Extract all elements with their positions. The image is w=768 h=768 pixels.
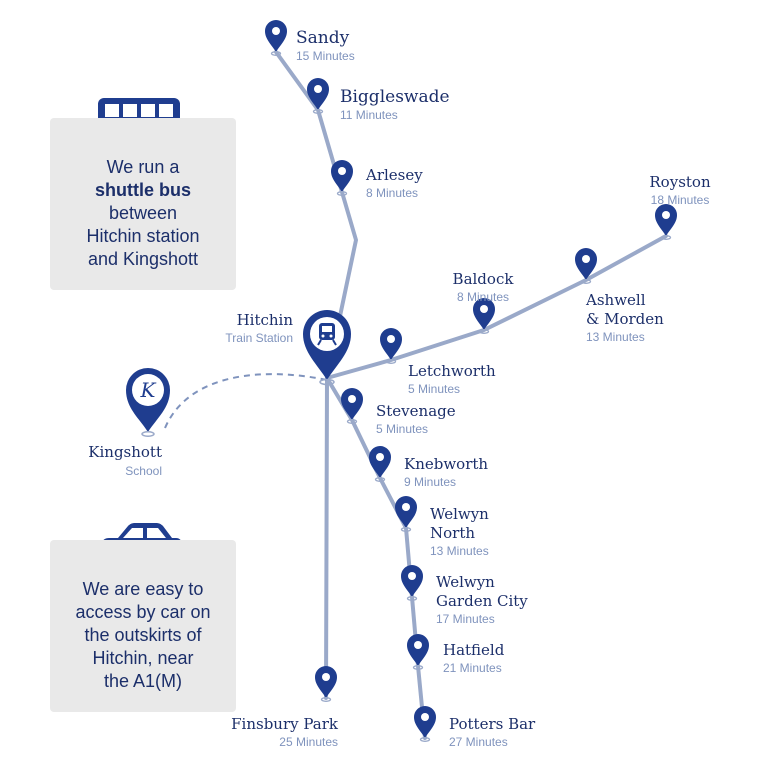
station-pin-ashwell: [575, 248, 597, 284]
station-name-welwyn-north: Welwyn: [430, 505, 489, 523]
car-panel-line-3: the outskirts of: [84, 625, 202, 645]
bus-panel-line-2: shuttle bus: [94, 180, 191, 200]
car-panel-line-1: We are easy to: [82, 579, 204, 599]
station-time-arlesey: 8 Minutes: [366, 186, 418, 200]
station-name-welwyn-north: North: [430, 524, 475, 542]
station-time-baldock: 8 Minutes: [457, 290, 509, 304]
station-name-biggleswade: Biggleswade: [340, 87, 450, 107]
school-name: Kingshott: [88, 443, 162, 461]
station-time-welwyn-garden-city: 17 Minutes: [436, 612, 495, 626]
station-pin-potters-bar: [414, 706, 436, 742]
station-pin-finsbury-park: [315, 666, 337, 702]
route-finsbury: [324, 376, 329, 700]
kingshott-logo-pin: K: [126, 368, 170, 437]
bus-panel-line-5: and Kingshott: [87, 249, 199, 269]
station-pin-hatfield: [407, 634, 429, 670]
car-access-panel: We are easy to access by car on the outs…: [50, 540, 236, 712]
bus-panel-line-3: between: [108, 203, 178, 223]
car-panel-line-5: the A1(M): [103, 671, 183, 691]
station-time-royston: 18 Minutes: [651, 193, 710, 207]
station-time-sandy: 15 Minutes: [296, 49, 355, 63]
station-time-ashwell: 13 Minutes: [586, 330, 645, 344]
hitchin-hub-pin: [303, 310, 351, 386]
station-pin-stevenage: [341, 388, 363, 424]
hub-subtitle: Train Station: [225, 331, 293, 345]
car-panel-line-2: access by car on: [75, 602, 211, 622]
station-time-knebworth: 9 Minutes: [404, 475, 456, 489]
station-time-biggleswade: 11 Minutes: [340, 108, 398, 122]
station-name-royston: Royston: [649, 173, 711, 191]
bus-panel-line-4: Hitchin station: [86, 226, 200, 246]
hub-name: Hitchin: [237, 311, 294, 329]
station-name-arlesey: Arlesey: [365, 166, 423, 184]
station-name-stevenage: Stevenage: [376, 402, 456, 420]
station-name-sandy: Sandy: [296, 28, 350, 48]
shuttle-dashed-route: [164, 373, 328, 429]
station-pins: [265, 20, 677, 742]
station-name-knebworth: Knebworth: [404, 455, 488, 473]
station-pin-baldock: [473, 298, 495, 334]
station-time-finsbury-park: 25 Minutes: [279, 735, 338, 749]
station-name-potters-bar: Potters Bar: [449, 715, 536, 733]
station-name-letchworth: Letchworth: [408, 362, 496, 380]
train-icon: [317, 323, 337, 346]
bus-panel-line-1: We run a: [106, 157, 180, 177]
station-pin-biggleswade: [307, 78, 329, 114]
station-name-finsbury-park: Finsbury Park: [231, 715, 339, 733]
station-name-welwyn-garden-city: Garden City: [436, 592, 528, 610]
station-pin-knebworth: [369, 446, 391, 482]
route-lines: [274, 50, 668, 740]
shuttle-bus-panel: We run a shuttle bus between Hitchin sta…: [50, 118, 236, 290]
station-pin-sandy: [265, 20, 287, 56]
school-subtitle: School: [125, 464, 162, 478]
station-name-baldock: Baldock: [453, 270, 515, 288]
station-name-hatfield: Hatfield: [443, 641, 505, 659]
station-pin-welwyn-garden-city: [401, 565, 423, 601]
station-name-ashwell: & Morden: [586, 310, 664, 328]
station-name-ashwell: Ashwell: [585, 291, 646, 309]
station-name-welwyn-garden-city: Welwyn: [436, 573, 495, 591]
station-time-potters-bar: 27 Minutes: [449, 735, 508, 749]
station-time-letchworth: 5 Minutes: [408, 382, 460, 396]
station-time-welwyn-north: 13 Minutes: [430, 544, 489, 558]
kingshott-logo-letter: K: [140, 378, 157, 402]
station-pin-royston: [655, 204, 677, 240]
station-pin-letchworth: [380, 328, 402, 364]
car-panel-line-4: Hitchin, near: [92, 648, 194, 668]
station-time-stevenage: 5 Minutes: [376, 422, 428, 436]
station-pin-arlesey: [331, 160, 353, 196]
station-time-hatfield: 21 Minutes: [443, 661, 502, 675]
station-pin-welwyn-north: [395, 496, 417, 532]
